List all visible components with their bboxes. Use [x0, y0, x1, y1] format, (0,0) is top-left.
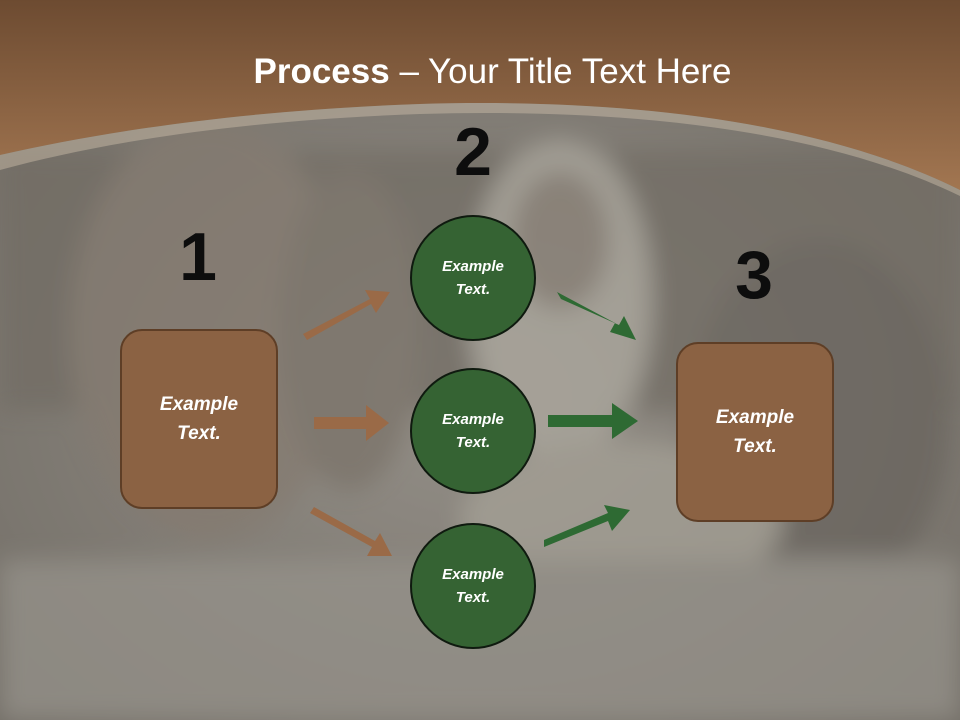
- arrow-left-down: [310, 507, 392, 556]
- step-number-2: 2: [454, 114, 492, 190]
- circle-middle-text: Example Text.: [442, 411, 504, 451]
- title-rest: – Your Title Text Here: [389, 52, 732, 91]
- arrow-right-down: [557, 292, 636, 340]
- right-box: Example Text.: [676, 342, 834, 522]
- left-box: Example Text.: [120, 329, 278, 509]
- right-box-text: Example Text.: [715, 407, 795, 457]
- step-number-1: 1: [179, 219, 217, 295]
- left-box-text: Example Text.: [159, 394, 239, 444]
- step-number-3: 3: [735, 237, 773, 313]
- circle-bottom-text: Example Text.: [442, 566, 504, 606]
- header-band: [0, 0, 960, 196]
- arrow-left-middle: [314, 405, 389, 441]
- arrow-left-up: [303, 290, 390, 340]
- circle-middle: Example Text.: [410, 368, 536, 494]
- brown-arrows: [303, 290, 392, 556]
- circle-bottom: Example Text.: [410, 523, 536, 649]
- circle-top-text: Example Text.: [442, 258, 504, 298]
- title-bold: Process: [253, 52, 390, 91]
- arrow-right-middle: [548, 403, 638, 439]
- slide-title: Process – Your Title Text Here: [0, 52, 960, 92]
- arrow-right-up: [544, 505, 630, 547]
- circle-top: Example Text.: [410, 215, 536, 341]
- green-arrows: [544, 292, 638, 547]
